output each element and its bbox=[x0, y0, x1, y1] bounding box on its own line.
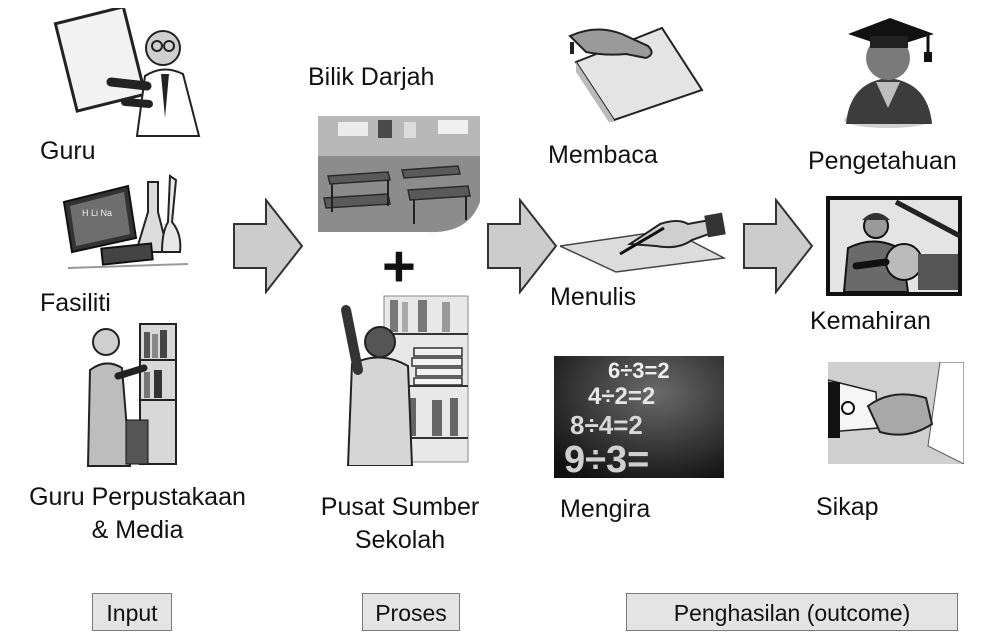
label-guru: Guru bbox=[40, 137, 96, 165]
handshake-illustration bbox=[828, 362, 964, 464]
arrow-proses-to-skills bbox=[487, 198, 558, 294]
label-guru-perpustakaan-line1: Guru Perpustakaan bbox=[29, 483, 246, 511]
label-fasiliti: Fasiliti bbox=[40, 289, 111, 317]
school-resource-centre-illustration bbox=[332, 290, 470, 466]
stage-box-proses: Proses bbox=[362, 593, 460, 631]
librarian-at-shelf-illustration bbox=[80, 320, 180, 470]
label-pusat-sumber-line2: Sekolah bbox=[354, 526, 446, 554]
label-pengetahuan: Pengetahuan bbox=[808, 147, 957, 175]
skilled-worker-illustration bbox=[826, 196, 962, 296]
stage-box-input: Input bbox=[92, 593, 172, 631]
math-line-4: 9÷3= bbox=[564, 439, 649, 478]
label-pusat-sumber: Pusat Sumber Sekolah bbox=[300, 492, 500, 555]
math-line-2: 4÷2=2 bbox=[588, 383, 655, 410]
label-sikap: Sikap bbox=[816, 493, 879, 521]
plus-sign: + bbox=[382, 234, 416, 299]
label-membaca: Membaca bbox=[548, 141, 658, 169]
label-pusat-sumber-line1: Pusat Sumber bbox=[320, 493, 480, 521]
svg-text:H Li Na: H Li Na bbox=[82, 208, 112, 218]
writing-hand-illustration bbox=[560, 210, 726, 274]
reading-book-illustration bbox=[566, 6, 706, 122]
math-chalkboard-photo: 6÷3=2 4÷2=2 8÷4=2 9÷3= bbox=[554, 356, 724, 478]
arrow-input-to-proses bbox=[233, 198, 304, 294]
label-kemahiran: Kemahiran bbox=[810, 307, 931, 335]
lab-facilities-illustration: H Li Na bbox=[58, 172, 198, 282]
stage-box-outcome: Penghasilan (outcome) bbox=[626, 593, 958, 631]
label-guru-perpustakaan-line2: & Media bbox=[91, 516, 184, 544]
arrow-skills-to-outcome bbox=[743, 198, 814, 294]
classroom-photo bbox=[318, 116, 480, 236]
label-bilik-darjah: Bilik Darjah bbox=[308, 63, 435, 91]
label-mengira: Mengira bbox=[560, 495, 651, 523]
math-line-3: 8÷4=2 bbox=[570, 410, 643, 440]
label-menulis: Menulis bbox=[550, 283, 637, 311]
math-line-1: 6÷3=2 bbox=[608, 358, 670, 383]
label-guru-perpustakaan: Guru Perpustakaan & Media bbox=[0, 482, 275, 545]
graduate-avatar-icon bbox=[842, 12, 938, 130]
teacher-at-board-illustration bbox=[45, 8, 205, 138]
